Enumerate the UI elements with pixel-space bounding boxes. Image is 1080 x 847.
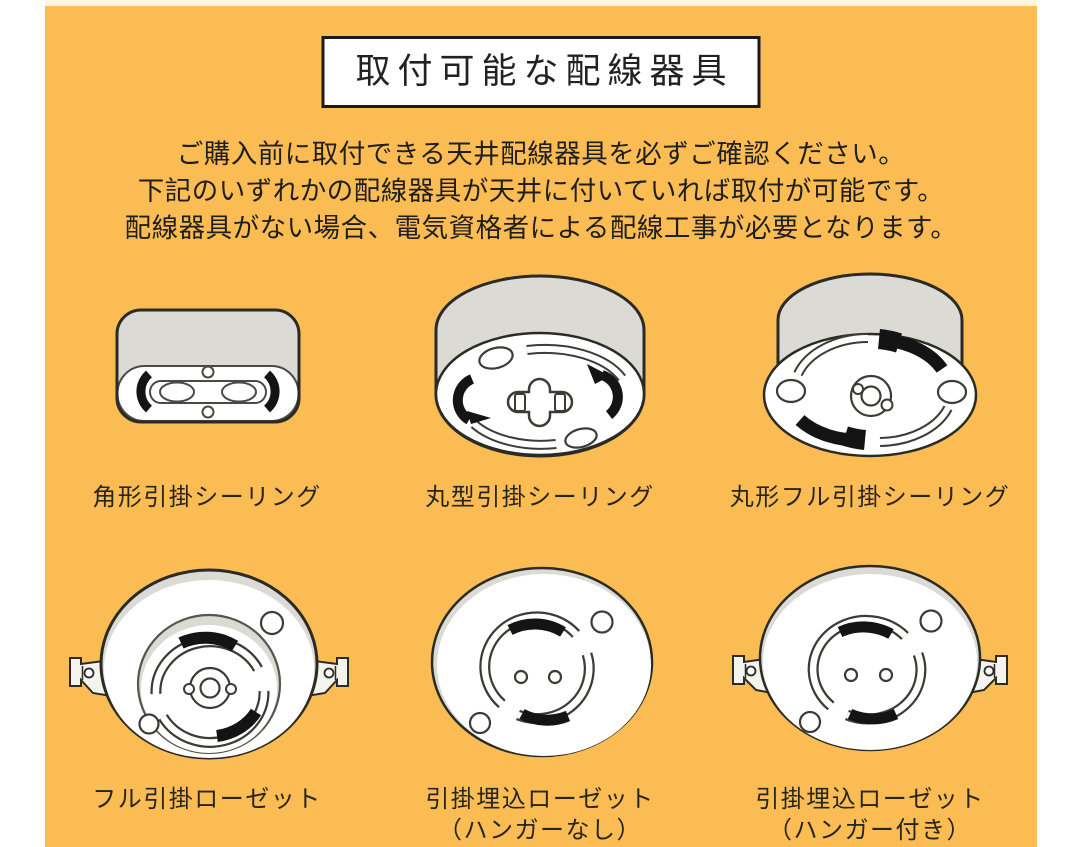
hikake-embedded-rosette-no-hanger-illustration (430, 566, 654, 758)
fixture-hikake-embedded-rosette-no-hanger (430, 566, 654, 758)
description-line-2: 下記のいずれかの配線器具が天井に付いていれば取付が可能です。 (137, 176, 945, 206)
fixture-label-embedded-rosette-with-hanger: 引掛埋込ローゼット （ハンガー付き） (755, 784, 985, 846)
round-hikake-ceiling-illustration (434, 274, 646, 458)
fixture-label-round-full-hikake-ceiling: 丸形フル引掛シーリング (730, 482, 1011, 513)
hikake-embedded-rosette-with-hanger-illustration (732, 564, 1008, 752)
fixture-label-text: 引掛埋込ローゼット (755, 786, 985, 813)
description-line-1: ご購入前に取付できる天井配線器具を必ずご確認ください。 (176, 139, 906, 169)
page-title: 取付可能な配線器具 (355, 52, 734, 91)
round-full-hikake-ceiling-illustration (762, 272, 978, 458)
fixture-label-text: 角形引掛シーリング (92, 484, 322, 511)
fixture-label-full-hikake-rosette: フル引掛ローゼット (92, 784, 322, 815)
fixture-hikake-embedded-rosette-with-hanger (728, 562, 1012, 754)
description-line-3: 配線器具がない場合、電気資格者による配線工事が必要となります。 (124, 213, 958, 243)
fixture-label-subtext: （ハンガー付き） (768, 817, 972, 844)
fixture-full-hikake-rosette (65, 566, 353, 762)
fixture-square-hikake-ceiling (115, 308, 301, 424)
fixture-label-square-hikake-ceiling: 角形引掛シーリング (92, 482, 322, 513)
fixture-label-embedded-rosette-no-hanger: 引掛埋込ローゼット （ハンガーなし） (425, 784, 655, 846)
fixture-label-text: 丸型引掛シーリング (425, 484, 655, 511)
fixture-round-full-hikake-ceiling (762, 272, 978, 460)
full-hikake-rosette-illustration (69, 568, 349, 760)
fixture-label-text: 引掛埋込ローゼット (425, 786, 655, 813)
infographic-canvas: 取付可能な配線器具 ご購入前に取付できる天井配線器具を必ずご確認ください。 下記… (45, 0, 1037, 847)
title-box: 取付可能な配線器具 (321, 36, 761, 108)
fixture-label-subtext: （ハンガーなし） (438, 817, 642, 844)
fixture-label-text: 丸形フル引掛シーリング (729, 484, 1011, 511)
fixture-round-hikake-ceiling (432, 272, 648, 458)
fixture-label-round-hikake-ceiling: 丸型引掛シーリング (425, 482, 655, 513)
description-text: ご購入前に取付できる天井配線器具を必ずご確認ください。 下記のいずれかの配線器具… (45, 136, 1037, 247)
square-hikake-ceiling-illustration (115, 308, 301, 424)
fixture-label-text: フル引掛ローゼット (92, 786, 322, 813)
